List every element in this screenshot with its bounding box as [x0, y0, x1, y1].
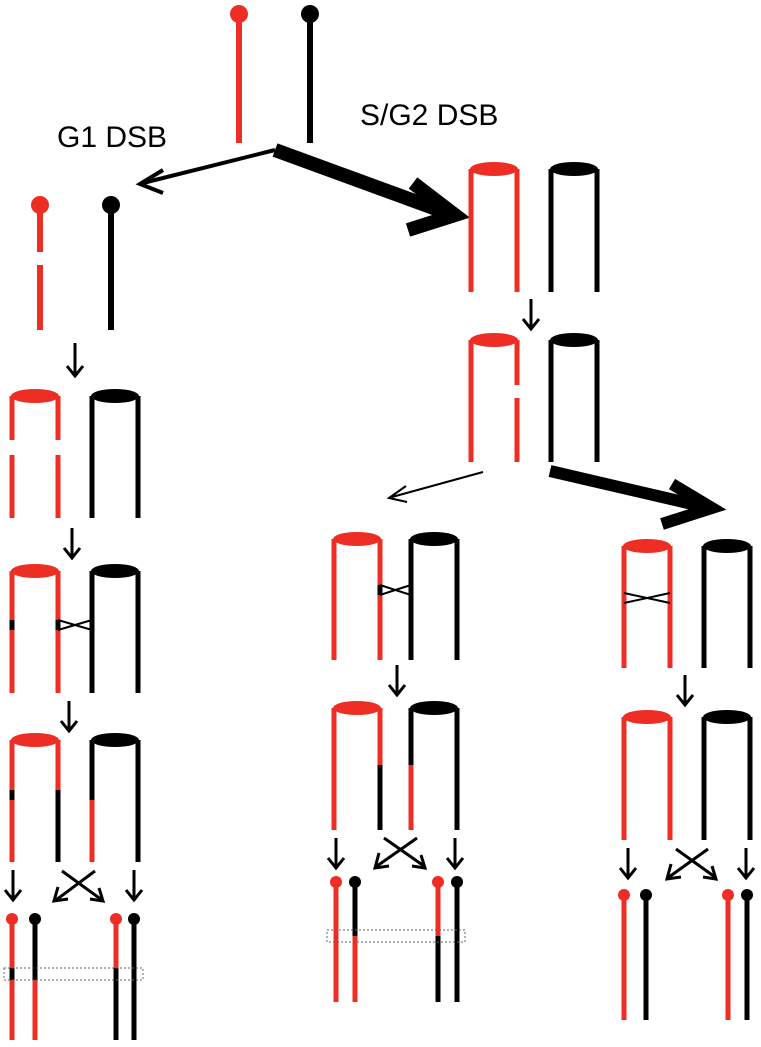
g1-daughter-chromosomes [3, 913, 144, 1040]
g1-broken-red-chromosome [31, 196, 49, 330]
g1-repair-pair [9, 564, 141, 693]
arrow-to-g1 [135, 148, 276, 195]
arrow-to-sg2 [272, 143, 470, 237]
arrow-major-path [548, 465, 727, 530]
top-black-chromosome [301, 5, 319, 143]
sg2-replicated-pair [468, 162, 600, 292]
top-red-chromosome [230, 5, 248, 143]
g1-step-arrow-2 [62, 528, 82, 561]
g1-dsb-label: G1 DSB [57, 121, 167, 154]
g1-step-arrow-3 [59, 701, 79, 734]
sg2-interhomolog-crossover [331, 701, 460, 830]
sg2-interhomolog-daughters [326, 876, 466, 1002]
sg2-interhomolog-pair [331, 532, 460, 660]
sg2-sister-pair [621, 539, 753, 668]
sg2-sister-daughters [618, 889, 753, 1020]
sg2-sister-segregation [618, 847, 756, 881]
sg2-step-arrow-1 [521, 299, 541, 332]
g1-black-chromosome [102, 196, 120, 330]
arrow-minor-path [386, 471, 484, 503]
g1-replicated-pair [9, 389, 141, 518]
g1-segregation-arrows [3, 869, 144, 903]
sg2-interhomolog-arrow [387, 665, 407, 698]
sg2-sister-repaired [621, 710, 753, 840]
g1-step-arrow-1 [65, 343, 85, 379]
sg2-broken-pair [468, 333, 600, 462]
sg2-interhomolog-segregation [326, 836, 465, 871]
g1-crossover-pair [9, 733, 141, 862]
sg2-sister-arrow [675, 675, 695, 708]
sg2-dsb-label: S/G2 DSB [360, 99, 498, 132]
